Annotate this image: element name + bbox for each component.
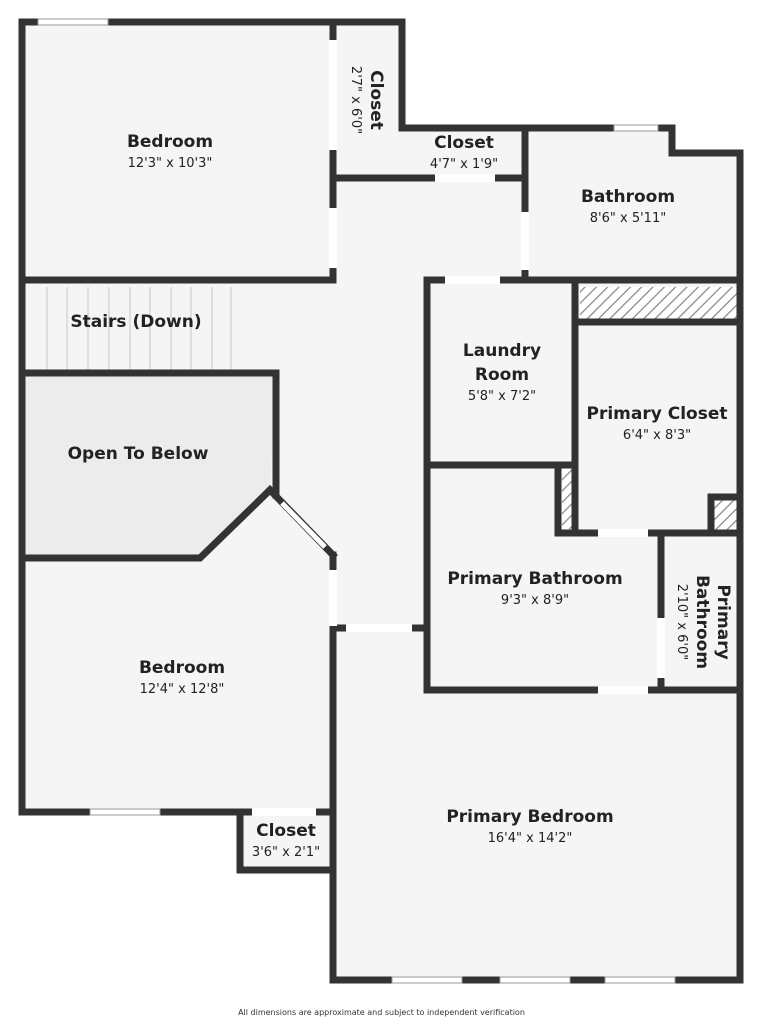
room-dims-primary-bathroom: 9'3" x 8'9" xyxy=(501,593,569,608)
door-primary-bath xyxy=(598,686,648,694)
windows xyxy=(37,18,676,984)
door-primary-bedroom xyxy=(346,624,412,632)
room-name-open-to-below: Open To Below xyxy=(68,444,209,464)
door-primary-closet xyxy=(598,529,648,537)
open-to-below-area xyxy=(22,373,276,558)
room-name-bathroom: Bathroom xyxy=(581,187,675,207)
room-name-primary-wc-line2: Bathroom xyxy=(692,575,712,669)
door-bedroom-nw xyxy=(329,208,337,268)
room-name-closet-n: Closet xyxy=(366,70,386,130)
room-name-bedroom-nw: Bedroom xyxy=(127,132,213,152)
wall-open-below-angle xyxy=(18,485,275,562)
room-name-closet-hall: Closet xyxy=(434,133,494,153)
room-dims-primary-closet: 6'4" x 8'3" xyxy=(623,428,691,443)
room-dims-primary-bedroom: 16'4" x 14'2" xyxy=(488,831,573,846)
room-dims-bathroom: 8'6" x 5'11" xyxy=(590,211,666,226)
room-dims-closet-n: 2'7" x 6'0" xyxy=(348,66,363,134)
hatched-area-top xyxy=(580,287,737,319)
room-dims-closet-s: 3'6" x 2'1" xyxy=(252,845,320,860)
floor-area xyxy=(22,22,740,980)
room-name-bedroom-sw: Bedroom xyxy=(139,658,225,678)
room-dims-bedroom-nw: 12'3" x 10'3" xyxy=(128,156,213,171)
door-closet-n xyxy=(329,40,337,150)
window-primary-bedroom-2 xyxy=(499,976,571,984)
door-openings xyxy=(252,40,665,816)
room-name-closet-s: Closet xyxy=(256,821,316,841)
door-laundry xyxy=(445,276,500,284)
door-bedroom-sw xyxy=(329,570,337,626)
room-name-primary-wc-line1: Primary xyxy=(713,584,733,659)
room-dims-bedroom-sw: 12'4" x 12'8" xyxy=(140,682,225,697)
dimensions-disclaimer: All dimensions are approximate and subje… xyxy=(238,1008,525,1017)
window-bedroom-sw xyxy=(89,808,161,816)
door-closet-hall xyxy=(435,174,495,182)
window-bathroom xyxy=(613,124,659,132)
room-name-primary-bathroom: Primary Bathroom xyxy=(447,569,622,589)
window-primary-bedroom-3 xyxy=(604,976,676,984)
stairs-treads xyxy=(46,287,232,370)
hatched-area-small-left xyxy=(562,469,574,529)
door-primary-wc xyxy=(657,618,665,678)
hatched-area-small-right xyxy=(714,500,737,530)
door-bedroom-sw-angle xyxy=(280,501,327,549)
room-name-primary-closet: Primary Closet xyxy=(587,404,728,424)
door-bedroom-sw-closet xyxy=(252,808,316,816)
room-dims-primary-wc: 2'10" x 6'0" xyxy=(674,584,689,660)
room-dims-closet-hall: 4'7" x 1'9" xyxy=(430,157,498,172)
window-bedroom-nw xyxy=(37,18,109,26)
room-name-primary-bedroom: Primary Bedroom xyxy=(446,807,613,827)
window-primary-bedroom-1 xyxy=(391,976,463,984)
room-name-laundry-line2: Room xyxy=(475,365,529,385)
room-name-stairs: Stairs (Down) xyxy=(70,312,201,332)
room-name-laundry-line1: Laundry xyxy=(463,341,541,361)
door-bathroom xyxy=(521,212,529,270)
room-dims-laundry: 5'8" x 7'2" xyxy=(468,389,536,404)
